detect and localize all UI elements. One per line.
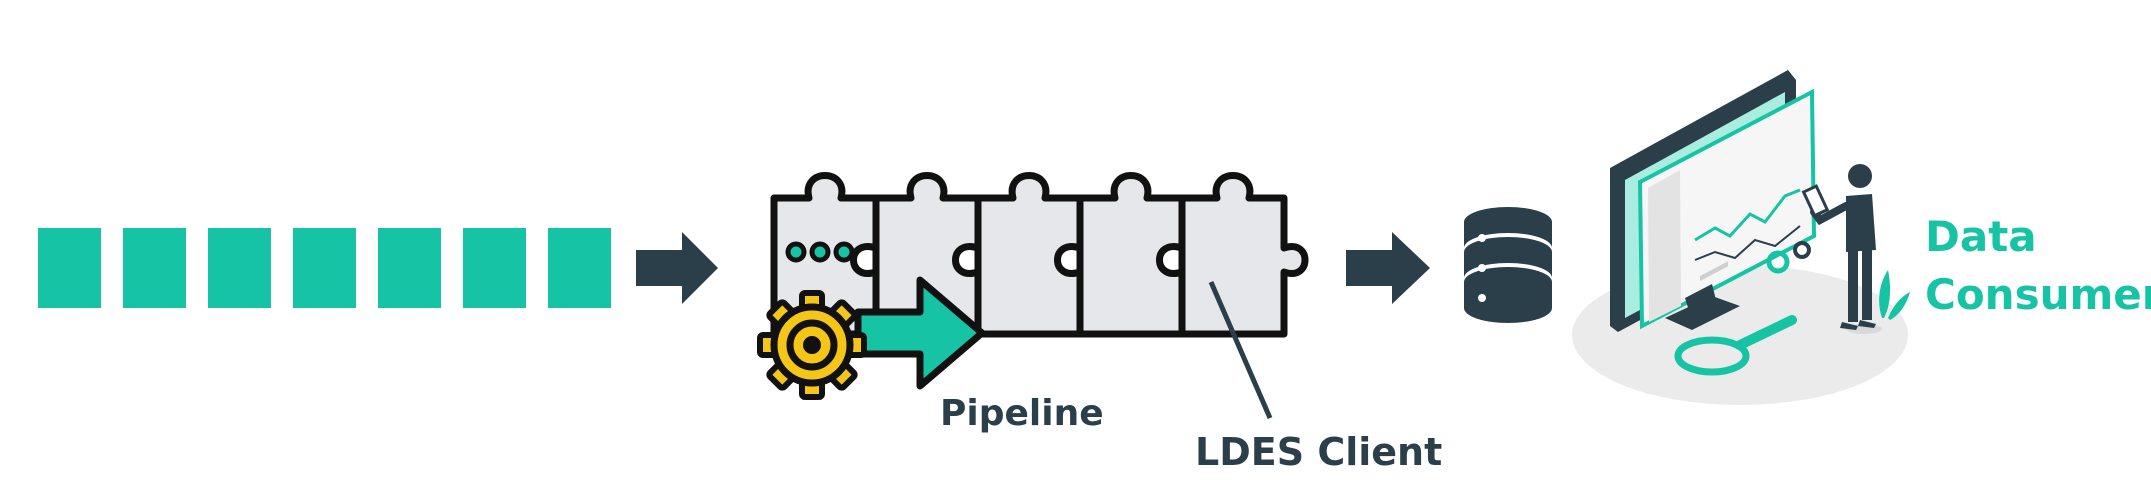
puzzle-piece xyxy=(974,172,1084,338)
data-consumer-illustration xyxy=(1572,70,1910,405)
data-consumer-label-line1: Data xyxy=(1925,212,2037,261)
dashboard-chart-line xyxy=(1694,225,1801,261)
database-icon xyxy=(1464,207,1552,323)
pipeline-label: Pipeline xyxy=(940,393,1104,434)
arrow-right-icon xyxy=(636,232,718,304)
stream-block xyxy=(378,228,441,308)
monitor-base xyxy=(1665,296,1740,330)
arrow-right-icon xyxy=(1346,232,1430,304)
dashboard-chart-line xyxy=(1694,188,1801,242)
pipeline-arrow-icon xyxy=(854,276,986,390)
dashboard-bar xyxy=(1700,261,1728,282)
data-consumer-label: Data Consumer xyxy=(1925,208,2151,324)
data-consumer-label-line2: Consumer xyxy=(1925,270,2151,319)
dashboard-sidebar xyxy=(1648,170,1681,322)
dot-icon xyxy=(809,241,831,263)
ldes-client-label: LDES Client xyxy=(1195,430,1443,474)
stream-block xyxy=(208,228,271,308)
dashboard-donut xyxy=(1766,250,1790,274)
dot-icon xyxy=(785,241,807,263)
dot-icon xyxy=(833,241,855,263)
puzzle-piece xyxy=(1178,172,1309,338)
plant-icon xyxy=(1879,270,1910,320)
stream-block xyxy=(463,228,526,308)
event-stream xyxy=(38,228,611,308)
magnifying-glass-icon xyxy=(1674,315,1797,376)
stream-block xyxy=(548,228,611,308)
stream-block xyxy=(293,228,356,308)
puzzle-piece xyxy=(1076,172,1186,338)
stream-block xyxy=(38,228,101,308)
person-figure xyxy=(1801,164,1882,334)
dashboard-panel xyxy=(1637,88,1817,330)
dashboard-donut xyxy=(1793,241,1811,259)
gear-icon xyxy=(757,290,867,400)
ldes-client-callout-line xyxy=(1208,281,1273,419)
stream-block xyxy=(123,228,186,308)
ldes-client-puzzle xyxy=(770,172,1309,338)
